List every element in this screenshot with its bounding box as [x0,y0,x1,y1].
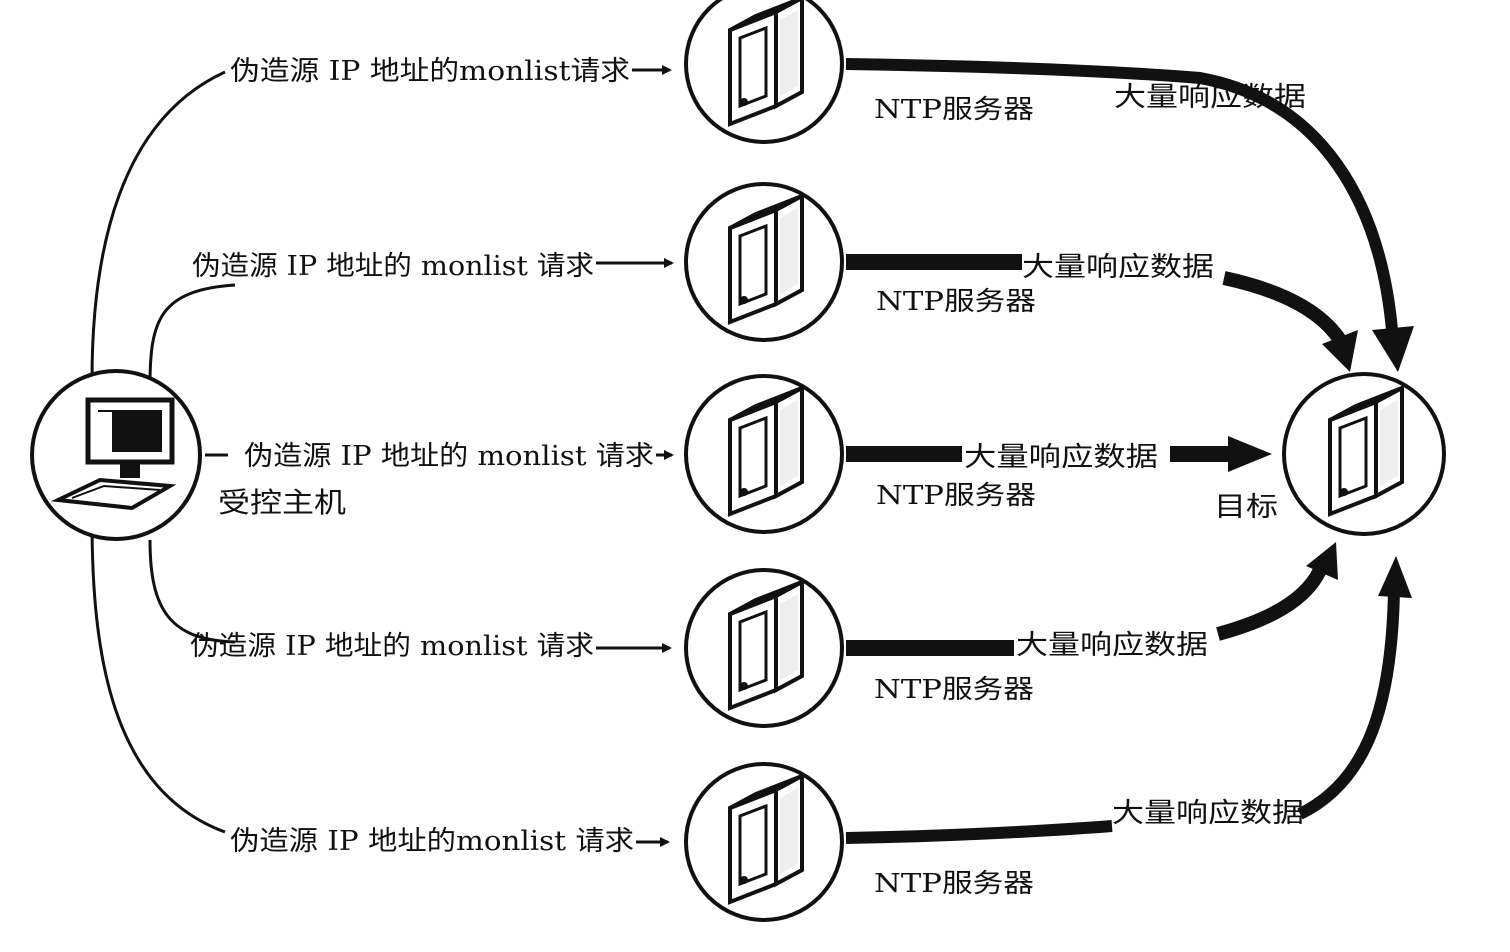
request-label-5: 伪造源 IP 地址的monlist 请求 [230,826,634,857]
response-arrow-1 [845,58,1398,331]
target-node [1282,372,1446,536]
server-label-4: NTP服务器 [874,675,1034,705]
ntp-server-4 [684,568,844,728]
ntp-server-2 [684,182,844,342]
response-label-5: 大量响应数据 [1112,798,1304,829]
connector-4 [148,539,236,644]
response-arrow-5 [845,820,1113,844]
request-label-3: 伪造源 IP 地址的 monlist 请求 [244,441,654,472]
connector-2 [148,283,236,386]
server-label-1: NTP服务器 [874,95,1034,125]
controlled-host-label: 受控主机 [218,486,346,519]
request-label-4: 伪造源 IP 地址的 monlist 请求 [190,631,594,662]
response-label-3: 大量响应数据 [964,442,1158,473]
request-label-2: 伪造源 IP 地址的 monlist 请求 [192,251,594,282]
controlled-host [30,369,202,541]
connector-5 [90,519,226,834]
server-label-5: NTP服务器 [874,869,1034,899]
ntp-server-5 [684,762,844,922]
computer-icon [50,397,177,511]
request-arrows [205,65,674,847]
response-label-4: 大量响应数据 [1016,630,1208,661]
response-label-2: 大量响应数据 [1022,252,1214,283]
server-label-2: NTP服务器 [876,287,1036,317]
ntp-server-3 [684,374,844,534]
response-label-1: 大量响应数据 [1114,82,1306,113]
ntp-server-1 [684,0,844,144]
target-label: 目标 [1214,492,1278,523]
request-label-1: 伪造源 IP 地址的monlist请求 [230,56,630,87]
host-connectors [90,70,236,834]
response-arrows [845,58,1414,844]
connector-1 [90,70,226,381]
server-label-3: NTP服务器 [876,481,1036,511]
